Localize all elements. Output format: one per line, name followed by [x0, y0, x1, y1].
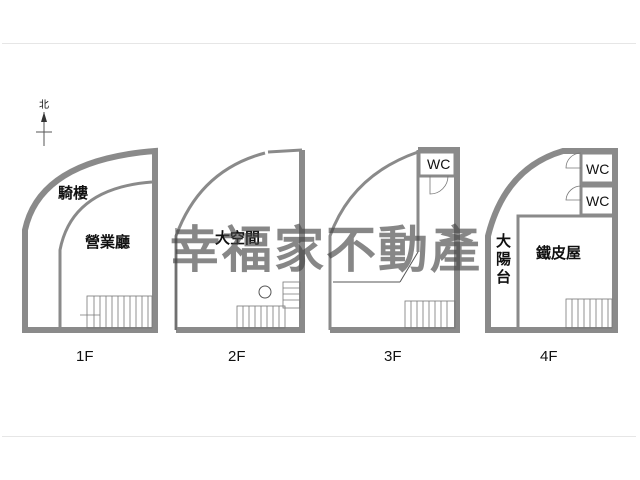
room-label-balcony-3: 台: [496, 268, 511, 286]
floor-4f-wc1-door: [565, 152, 582, 169]
room-label-business-hall: 營業廳: [85, 233, 130, 251]
room-label-tin-roof-room: 鐵皮屋: [536, 244, 581, 262]
floor-2f-outer-wall: [176, 150, 305, 333]
floor-3f-outer-wall: [330, 147, 460, 333]
floor-1f-outer-wall: [22, 147, 158, 333]
floor-3f-curved-window: [328, 150, 419, 330]
floor-2f-curved-window: [174, 148, 303, 330]
room-label-4f-wc2: WC: [586, 193, 609, 209]
room-label-3f-wc: WC: [427, 156, 450, 172]
floor-label-2f: 2F: [228, 348, 246, 365]
floor-1f-plan: [22, 147, 158, 333]
floor-3f-stairs: [404, 300, 456, 329]
drawing-frame: [2, 43, 636, 437]
floor-4f-plan: [485, 148, 618, 333]
floor-1f-stairs: [80, 295, 153, 329]
floor-label-1f: 1F: [76, 348, 94, 365]
room-label-4f-wc1: WC: [586, 161, 609, 177]
floor-4f-wc2-door: [565, 185, 582, 201]
floor-3f-wc-door: [429, 175, 449, 195]
arcade-inner-wall: [58, 180, 153, 330]
agency-watermark: 幸福家不動產: [170, 221, 482, 279]
floor-3f-plan: [328, 147, 460, 333]
room-label-arcade: 騎樓: [58, 184, 88, 202]
floor-2f-plan: [174, 148, 305, 333]
floor-2f-fixture-circle: [258, 285, 272, 299]
room-label-balcony-1: 大: [496, 232, 511, 250]
floor-4f-outer-wall: [485, 148, 618, 333]
floor-4f-wc2-box: [579, 184, 616, 217]
north-arrow-icon: [36, 112, 52, 146]
floor-4f-stairs: [565, 298, 613, 329]
floor-label-4f: 4F: [540, 348, 558, 365]
tin-roof-room-box: [516, 214, 616, 331]
north-label: 北: [39, 99, 49, 111]
room-label-open-space: 大空間: [215, 229, 260, 247]
room-label-balcony-2: 陽: [496, 250, 511, 268]
floor-label-3f: 3F: [384, 348, 402, 365]
floor-2f-stairs: [236, 281, 301, 329]
